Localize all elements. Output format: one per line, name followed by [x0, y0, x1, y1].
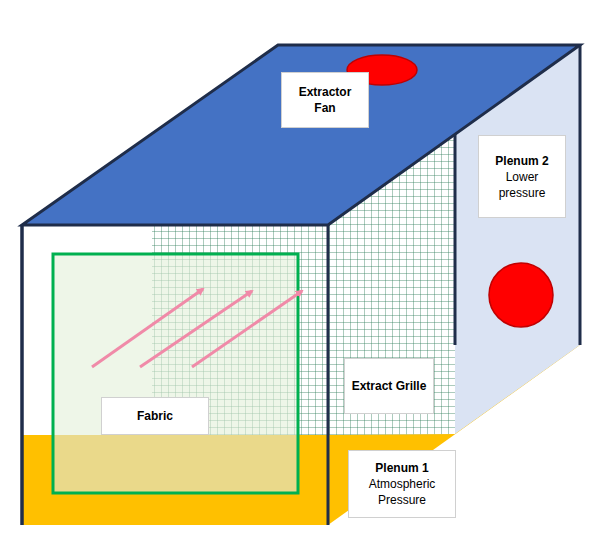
label-heading: Plenum 1	[375, 460, 428, 476]
airflow-arrows	[92, 289, 302, 367]
label-heading: Fabric	[137, 408, 173, 424]
label-heading: Extractor Fan	[288, 84, 362, 116]
fabric-fill	[53, 254, 298, 435]
label-text: Atmospheric Pressure	[355, 476, 449, 508]
label-heading: Plenum 2	[495, 153, 548, 169]
edge-line	[21, 225, 24, 525]
front-face	[22, 225, 328, 435]
fabric-frame	[53, 254, 298, 493]
floor-front	[22, 435, 328, 525]
label-text: Lower pressure	[485, 169, 559, 201]
fabric-label: Fabric	[101, 397, 209, 435]
box-outline	[22, 45, 580, 525]
top-face	[22, 45, 580, 225]
label-heading: Extract Grille	[352, 378, 427, 394]
plenum-label: Plenum 1Atmospheric Pressure	[348, 450, 456, 518]
grille-label: Extract Grille	[344, 358, 434, 414]
fabric-floor	[53, 435, 298, 493]
fan-label: Extractor Fan	[281, 72, 369, 128]
extractor-fan-side	[489, 263, 553, 327]
plenum-label: Plenum 2Lower pressure	[478, 135, 566, 218]
